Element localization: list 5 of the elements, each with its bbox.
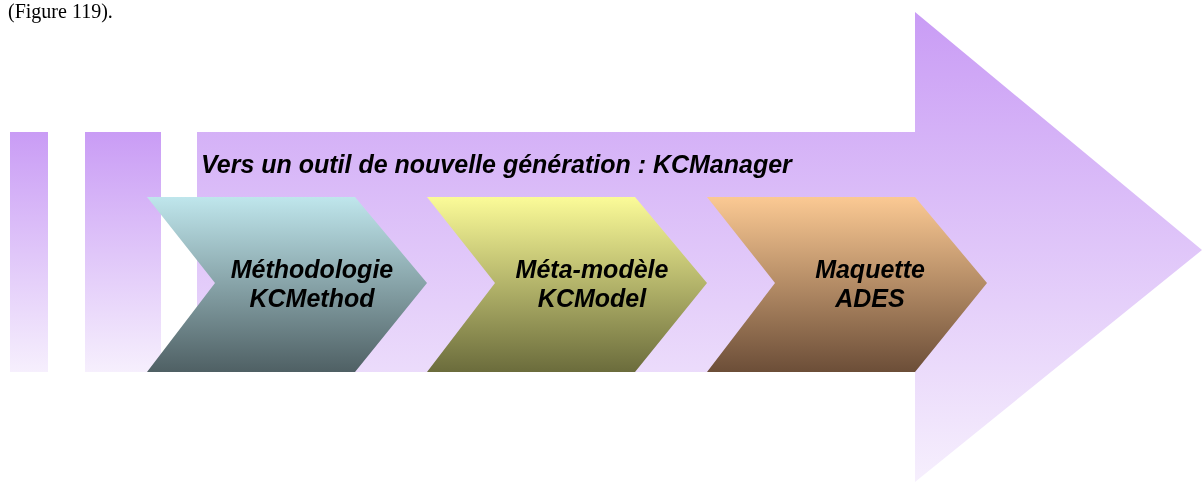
step-label: Méthodologie KCMethod bbox=[229, 255, 395, 313]
step-label: Maquette ADES bbox=[814, 255, 926, 313]
arrow-title: Vers un outil de nouvelle génération : KCManager bbox=[201, 150, 794, 179]
step-label: Méta-modèle KCModel bbox=[514, 255, 670, 313]
figure-reference: (Figure 119). bbox=[8, 0, 113, 23]
